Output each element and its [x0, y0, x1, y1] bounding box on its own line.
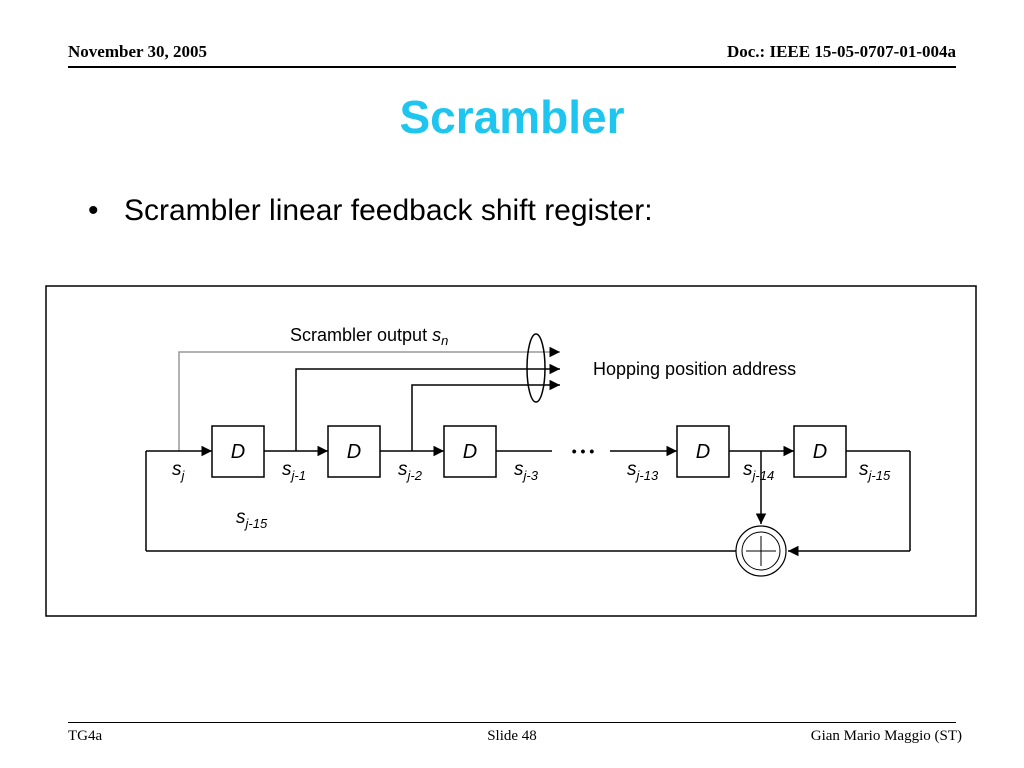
hopping-address-label: Hopping position address: [593, 359, 796, 379]
slide-title: Scrambler: [399, 91, 625, 143]
signal-label-sj-14: sj-14: [743, 459, 774, 483]
signal-label-sj-1: sj-1: [282, 459, 306, 483]
output-line-2: [295, 363, 560, 451]
delay-register-14: D: [676, 425, 730, 478]
signal-label-sj-15: sj-15: [859, 459, 891, 483]
bullet-item: • Scrambler linear feedback shift registe…: [88, 194, 653, 228]
footer-author: Gian Mario Maggio (ST): [810, 728, 962, 744]
delay-register-15: D: [793, 425, 847, 478]
slide-number: Slide 48: [487, 728, 537, 744]
diagram-frame: [45, 285, 977, 617]
signal-label-sj-2: sj-2: [398, 459, 423, 483]
footer-group: TG4a: [68, 728, 103, 744]
signal-label-sj-3: sj-3: [514, 459, 539, 483]
register-label: D: [696, 441, 710, 463]
register-label: D: [463, 441, 477, 463]
register-label: D: [347, 441, 361, 463]
output-line-3: [411, 379, 560, 451]
scrambler-output-label: Scrambler output sn: [290, 325, 448, 348]
bullet-text: Scrambler linear feedback shift register…: [124, 194, 653, 227]
delay-register-2: D: [327, 425, 381, 478]
bullet-marker: •: [88, 194, 99, 227]
register-label: D: [813, 441, 827, 463]
delay-register-3: D: [443, 425, 497, 478]
header-doc-id: Doc.: IEEE 15-05-0707-01-004a: [726, 42, 956, 61]
chain-ellipsis: • • •: [572, 443, 595, 459]
header-date: November 30, 2005: [68, 42, 207, 61]
xor-adder: [735, 525, 787, 577]
feedback-signal-label: sj-15: [236, 507, 268, 531]
signal-label-sj-13: sj-13: [627, 459, 659, 483]
delay-register-1: D: [211, 425, 265, 478]
output-bundle-ellipse: [526, 333, 546, 403]
header-rule: [68, 66, 956, 68]
signal-label-sj: sj: [172, 459, 186, 483]
footer-rule: [68, 722, 956, 723]
register-label: D: [231, 441, 245, 463]
output-line-1: [178, 346, 560, 451]
